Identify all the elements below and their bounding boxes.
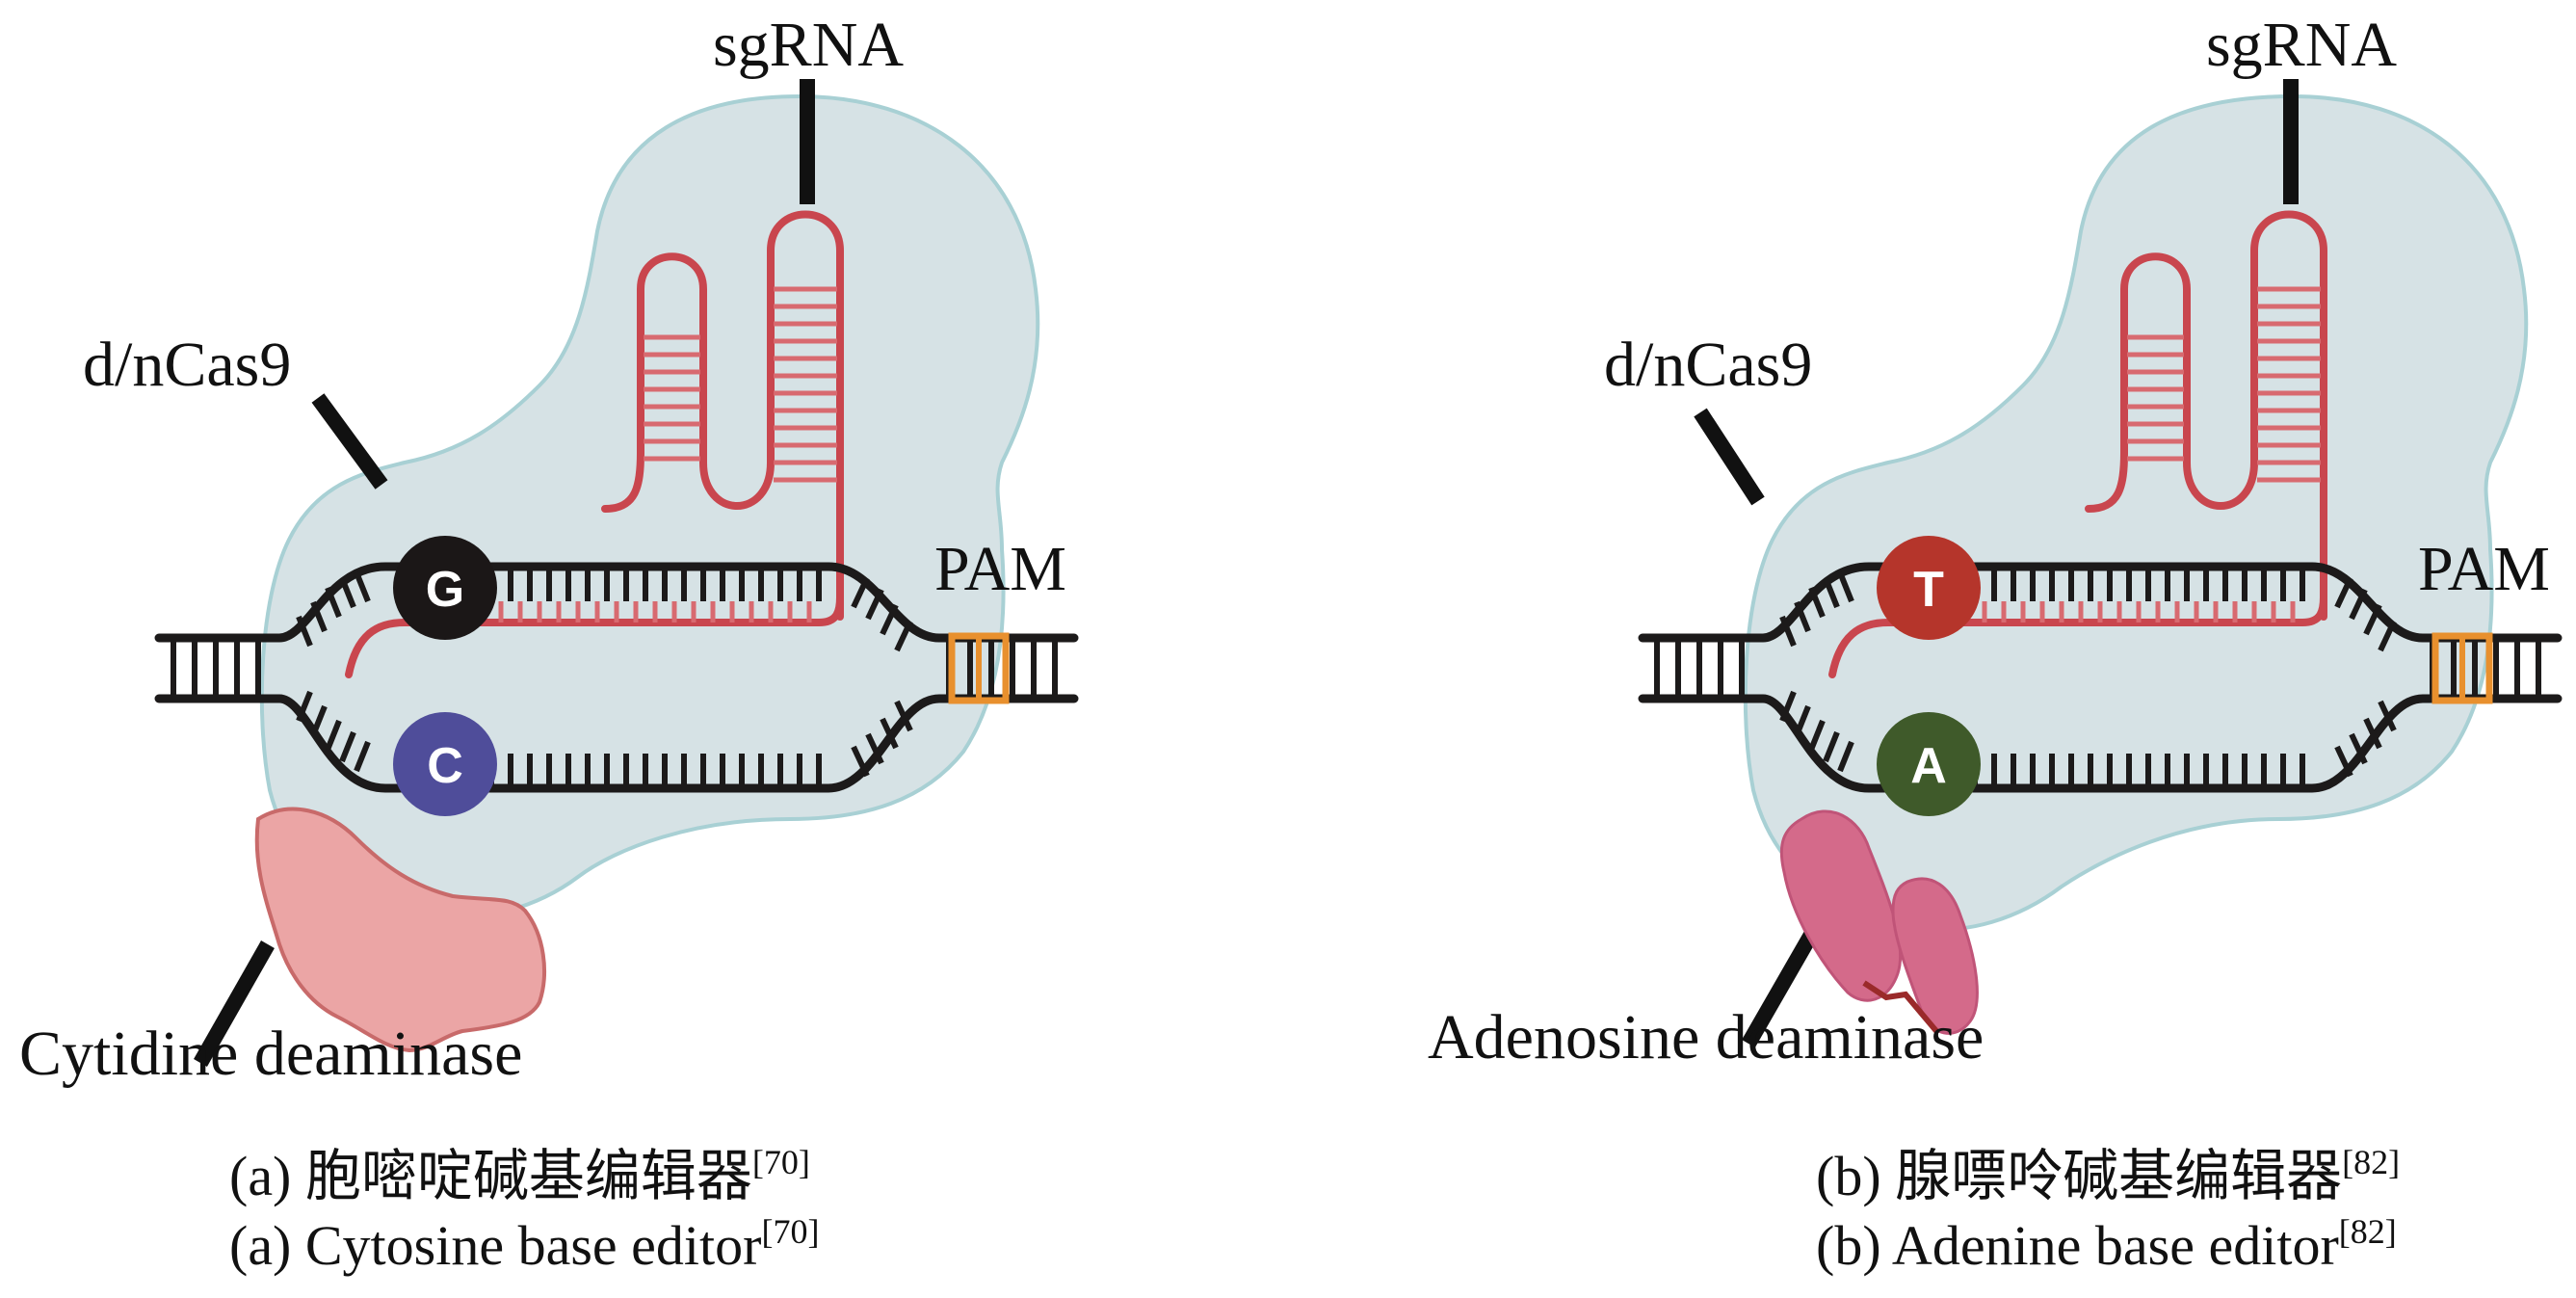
dna-nucleotide	[339, 730, 356, 763]
nucleobase-c-circle	[393, 712, 497, 816]
dna-nucleotide	[1808, 719, 1826, 752]
dna-nucleotide	[2363, 603, 2382, 636]
sgrna-hairpin-strand	[2085, 210, 2327, 621]
pam-label: PAM	[934, 534, 1066, 604]
caption-en-text: (a) Cytosine base editor	[229, 1214, 761, 1277]
cas9-pointer-line	[1694, 408, 1765, 506]
dna-nucleotide	[2363, 717, 2382, 750]
cas9-label: d/nCas9	[1604, 330, 1812, 400]
dna-nucleotide	[325, 586, 342, 619]
pam-label: PAM	[2418, 534, 2550, 604]
adenosine-deaminase-domain	[1779, 809, 1903, 1002]
dna-nucleotide	[2349, 732, 2368, 765]
dna-nucleotide	[2378, 620, 2397, 652]
caption-en-text: (b) Adenine base editor	[1816, 1214, 2339, 1277]
panel-art: TA	[1638, 79, 2563, 1047]
nucleobase-a-circle	[1877, 712, 1981, 816]
deaminase-label: Adenosine deaminase	[1428, 1002, 1984, 1073]
caption-cn-text: (a) 胞嘧啶碱基编辑器	[229, 1145, 752, 1207]
dna-nucleotide	[1779, 615, 1797, 648]
reference-superscript: [82]	[2339, 1212, 2397, 1251]
nucleobase-g-circle	[393, 536, 497, 640]
deaminase-linker	[1862, 980, 1939, 1033]
dna-nucleotide	[310, 704, 328, 737]
dna-nucleotide	[1837, 740, 1854, 773]
sgrna-label: sgRNA	[2206, 10, 2397, 80]
sgrna-spacer-strand	[345, 594, 844, 678]
deaminase-pointer-line	[194, 940, 275, 1067]
dna-nucleotide	[2378, 700, 2397, 732]
cas9-protein-shape	[1743, 93, 2529, 932]
reference-superscript: [82]	[2342, 1143, 2400, 1181]
dna-nucleotide	[865, 588, 884, 621]
nucleobase-t-circle	[1877, 536, 1981, 640]
reference-superscript: [70]	[752, 1143, 810, 1181]
dna-nucleotide	[851, 745, 870, 778]
caption-english: (a) Cytosine base editor[70]	[229, 1212, 819, 1277]
cas9-pointer-line	[311, 393, 388, 490]
cas9-label: d/nCas9	[83, 330, 291, 400]
adenosine-deaminase-domain	[1891, 877, 1979, 1035]
dna-nucleotide	[1823, 730, 1840, 763]
dna-nucleotide	[894, 620, 913, 652]
dna-nucleotide	[2334, 745, 2353, 778]
dna-nucleotide	[310, 600, 328, 633]
dna-nucleotide	[880, 603, 899, 636]
nucleobase-g-letter: G	[426, 562, 464, 618]
panel-art: GC	[154, 79, 1079, 1067]
dna-nucleotide	[2334, 576, 2353, 609]
dna-nucleotide	[865, 732, 884, 765]
deaminase-label: Cytidine deaminase	[19, 1019, 522, 1089]
panel-cytosine-base-editor: GC sgRNA d/nCas9 PAM Cytidine deaminase …	[19, 10, 1079, 1277]
dna-nucleotide	[1823, 576, 1840, 609]
cytidine-deaminase-shape	[254, 807, 546, 1053]
dna-nucleotide	[1794, 600, 1811, 633]
dna-nucleotide	[296, 615, 313, 648]
nucleobase-a-letter: A	[1910, 738, 1947, 794]
caption-chinese: (a) 胞嘧啶碱基编辑器[70]	[229, 1143, 810, 1207]
caption-chinese: (b) 腺嘌呤碱基编辑器[82]	[1816, 1143, 2400, 1207]
caption-english: (b) Adenine base editor[82]	[1816, 1212, 2397, 1277]
cas9-protein-shape	[259, 93, 1040, 920]
dna-nucleotide	[880, 717, 899, 750]
dna-nucleotide	[1837, 570, 1854, 603]
reference-superscript: [70]	[761, 1212, 819, 1251]
pam-highlight	[948, 632, 1010, 704]
deaminase-pointer-line	[1742, 931, 1818, 1047]
sgrna-hairpin-strand	[601, 210, 844, 621]
dna-nucleotide	[296, 690, 313, 723]
dna-nucleotide	[894, 700, 913, 732]
dna-nucleotide	[325, 719, 342, 752]
dna-nucleotide	[354, 740, 371, 773]
dna-nucleotide	[339, 576, 356, 609]
nucleobase-t-letter: T	[1913, 562, 1944, 618]
dna-nucleotide	[1779, 690, 1797, 723]
panel-adenine-base-editor: TA sgRNA d/nCas9 PAM Adenosine deaminase…	[1428, 10, 2563, 1277]
sgrna-spacer-strand	[1828, 594, 2327, 678]
dna-nucleotide	[354, 570, 371, 603]
caption-cn-text: (b) 腺嘌呤碱基编辑器	[1816, 1145, 2342, 1207]
sgrna-label: sgRNA	[713, 10, 904, 80]
nucleobase-c-letter: C	[427, 738, 463, 794]
pam-highlight	[2431, 632, 2493, 704]
dna-nucleotide	[851, 576, 870, 609]
dna-nucleotide	[1808, 586, 1826, 619]
dna-nucleotide	[1794, 704, 1811, 737]
dna-nucleotide	[2349, 588, 2368, 621]
